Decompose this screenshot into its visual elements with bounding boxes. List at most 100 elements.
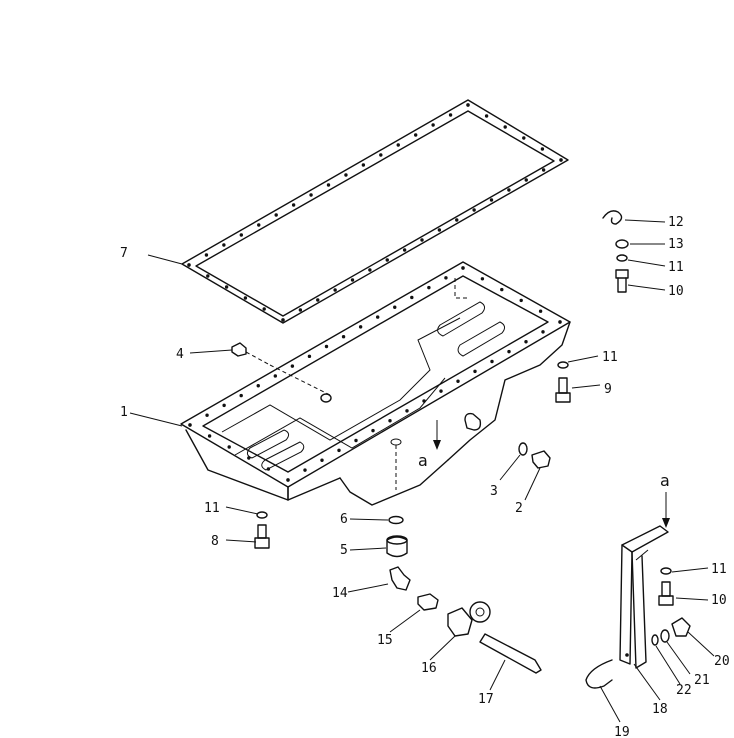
callout-7: 7 <box>120 246 128 261</box>
pan-bolt-hole <box>307 354 312 359</box>
pan-bolt-hole <box>227 445 231 449</box>
callout-15: 15 <box>377 633 393 648</box>
callout-16: 16 <box>421 661 437 676</box>
gasket-bolt-hole <box>187 263 191 267</box>
gasket-bolt-hole <box>448 113 453 117</box>
gasket-bolt-hole <box>361 163 366 167</box>
clip-12 <box>602 210 623 225</box>
nut-20 <box>671 617 691 637</box>
gasket-bolt-hole <box>316 298 320 302</box>
bolt-10-bracket <box>658 581 674 606</box>
gasket-bolt-hole <box>420 238 424 242</box>
gasket-bolt-hole <box>437 228 442 232</box>
callout-14: 14 <box>332 586 348 601</box>
pan-bolt-hole <box>375 315 380 319</box>
pan-bolt-hole <box>490 359 494 364</box>
pan-bolt-hole <box>205 413 209 417</box>
gasket-bolt-hole <box>413 133 418 137</box>
gasket-bolt-hole <box>431 123 435 127</box>
o-ring-6 <box>388 515 404 525</box>
callout-8: 8 <box>211 534 219 549</box>
gasket-bolt-hole <box>326 183 331 187</box>
gasket-bolt-hole <box>243 296 248 300</box>
pan-bolt-hole <box>538 309 543 313</box>
view-marker-a: a <box>660 471 670 490</box>
view-arrow-pan: a <box>418 420 441 470</box>
gasket-bolt-hole <box>472 208 476 212</box>
gasket-bolt-hole <box>524 178 528 182</box>
gasket-bolt-hole <box>206 274 210 278</box>
gasket-bolt-hole <box>489 198 494 202</box>
pan-bolt-hole <box>239 393 243 398</box>
gasket-bolt-hole <box>541 168 546 172</box>
view-marker-a: a <box>418 451 428 470</box>
washer-11-bracket <box>660 567 672 575</box>
pan-bolt-hole <box>256 384 260 388</box>
pan-bolt-hole <box>524 340 528 344</box>
gasket-bolt-hole <box>379 153 383 157</box>
plug-4 <box>231 342 271 366</box>
gasket-bolt-hole <box>455 218 459 222</box>
callout-20: 20 <box>714 654 730 669</box>
pan-bolt-hole <box>500 287 504 292</box>
gasket-bolt-hole <box>274 213 278 217</box>
washer-11-mid <box>557 361 569 369</box>
pan-bolt-hole <box>341 334 346 339</box>
elbow-14 <box>389 566 411 591</box>
o-ring-3 <box>518 442 528 456</box>
callout-1: 1 <box>120 405 128 420</box>
gasket-bolt-hole <box>257 223 261 227</box>
gasket-bolt-hole <box>559 158 563 162</box>
gasket-bolt-hole <box>402 248 407 252</box>
gasket-bolt-hole <box>309 193 313 197</box>
pan-bolt-hole <box>444 276 448 280</box>
pipe-17 <box>479 633 542 674</box>
gasket-bolt-hole <box>503 125 507 129</box>
callout-6: 6 <box>340 512 348 527</box>
callout-4: 4 <box>176 347 184 362</box>
connector-15 <box>417 593 439 611</box>
callout-11-top: 11 <box>668 260 684 275</box>
gasket-bolt-hole <box>281 318 285 322</box>
callout-18: 18 <box>652 702 668 717</box>
gasket-bolt-hole <box>522 136 526 140</box>
pan-bolt-hole <box>188 423 192 427</box>
callout-labels: 7 1 4 3 2 6 5 14 15 16 17 11 8 9 11 12 1… <box>120 215 730 738</box>
callout-12: 12 <box>668 215 684 230</box>
oil-pan <box>180 261 571 506</box>
gasket-bolt-hole <box>204 253 209 257</box>
u-clip-19 <box>585 659 613 689</box>
bolt-10-top <box>615 269 629 293</box>
pan-bolt-hole <box>388 419 392 423</box>
pan-bolt-hole <box>290 364 295 368</box>
washer-22 <box>651 634 659 646</box>
pan-bolt-hole <box>207 434 212 438</box>
callout-9: 9 <box>604 382 612 397</box>
pan-bolt-hole <box>393 305 397 309</box>
callout-11-bracket: 11 <box>711 562 727 577</box>
gasket-bolt-hole <box>368 268 372 272</box>
gasket-bolt-hole <box>540 147 545 151</box>
callout-3: 3 <box>490 484 498 499</box>
pan-bolt-hole <box>222 403 226 408</box>
pan-bolt-hole <box>456 379 460 383</box>
pan-bolt-hole <box>410 295 414 300</box>
gasket-bolt-hole <box>262 307 266 311</box>
gasket-bolt-hole <box>333 288 337 292</box>
washer-11-left <box>256 511 268 519</box>
gasket-bolt-hole <box>396 143 400 147</box>
pan-bolt-hole <box>266 467 271 471</box>
pan-bolt-hole <box>461 266 465 270</box>
pan-bolt-hole <box>354 438 358 443</box>
washer-11-top <box>616 254 628 262</box>
callout-11-mid: 11 <box>602 350 618 365</box>
pan-bolt-hole <box>480 277 485 281</box>
gasket-bolt-hole <box>291 203 296 207</box>
gasket-bolt-hole <box>239 233 244 237</box>
pan-bolt-hole <box>427 285 431 290</box>
adapter-5 <box>386 535 408 558</box>
oil-pan-gasket <box>181 99 569 324</box>
washer-21 <box>660 629 670 643</box>
callout-11-left: 11 <box>204 501 220 516</box>
